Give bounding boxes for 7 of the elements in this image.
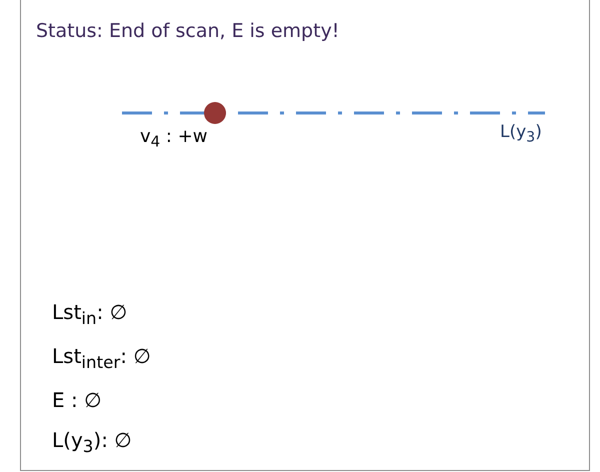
set-status: L(y$_{3}$): ∅	[52, 428, 132, 456]
status-title: Status: End of scan, E is empty!	[36, 20, 340, 42]
set-status: Lst$_{in}$: ∅	[52, 300, 128, 328]
set-status: Lst$_{inter}$: ∅	[52, 344, 151, 372]
line-end-label: L(y$_{3}$)	[500, 122, 542, 146]
point-label: v$_{4}$ : +w	[140, 126, 208, 151]
set-status: E : ∅	[52, 388, 102, 412]
